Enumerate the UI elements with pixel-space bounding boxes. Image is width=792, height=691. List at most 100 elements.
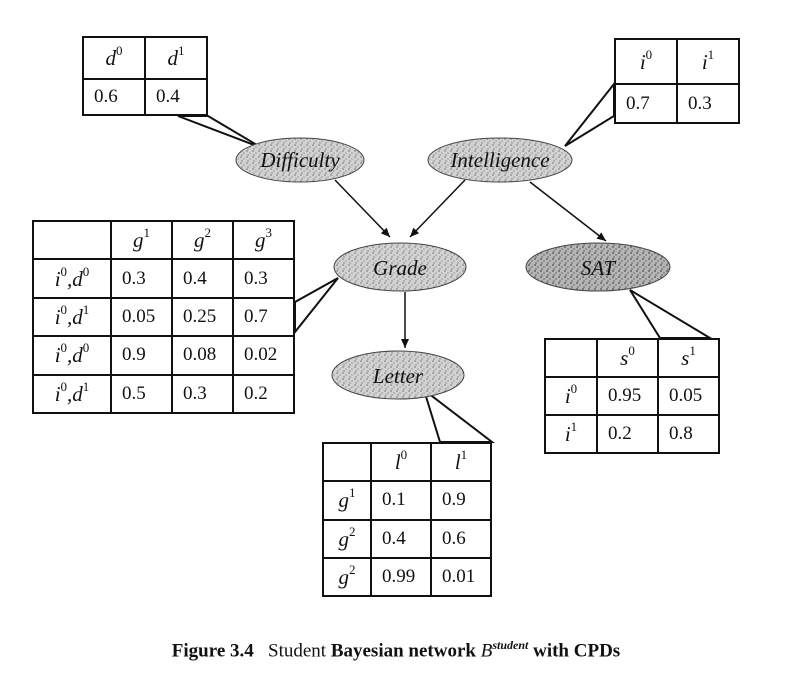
- label-separator: ,: [67, 266, 73, 291]
- symbol-superscript: 0: [400, 447, 408, 463]
- probability-cell: 0.08: [171, 335, 234, 376]
- probability-cell: 0.3: [676, 83, 740, 124]
- svg-text:Letter: Letter: [372, 364, 424, 388]
- symbol-superscript: 0: [628, 343, 635, 358]
- column-header: i0: [614, 37, 678, 86]
- symbol-base: g: [338, 564, 350, 589]
- probability-cell: 0.4: [144, 78, 208, 116]
- caption-with-cpds: with CPDs: [533, 640, 621, 662]
- row-label: g2: [322, 556, 372, 598]
- label-separator: ,: [67, 304, 73, 329]
- node-letter: Letter: [331, 350, 465, 400]
- probability-cell: 0.7: [614, 83, 678, 124]
- symbol-superscript: 1: [143, 225, 151, 241]
- symbol-superscript: 0: [60, 378, 68, 394]
- symbol-superscript: 0: [116, 43, 123, 58]
- row-label: i1: [544, 414, 598, 454]
- symbol-superscript: 2: [204, 225, 212, 241]
- probability-cell: 0.3: [232, 258, 295, 299]
- column-header: g2: [171, 219, 234, 261]
- probability-cell: 0.95: [596, 376, 659, 416]
- symbol-base: g: [133, 228, 144, 253]
- symbol-superscript: 0: [82, 340, 90, 356]
- symbol-base: s: [681, 346, 690, 370]
- row-label: i0: [544, 376, 598, 416]
- symbol-superscript: 2: [349, 561, 356, 577]
- symbol-base: i: [701, 49, 708, 74]
- symbol-superscript: 0: [60, 340, 68, 356]
- caption-network-symbol: B: [480, 640, 493, 662]
- probability-cell: 0.7: [232, 296, 295, 338]
- difficulty-callout: [177, 115, 263, 149]
- probability-cell: 0.05: [110, 296, 173, 338]
- probability-cell: 0.4: [370, 518, 432, 559]
- symbol-base: i: [54, 381, 61, 406]
- symbol-base: i: [639, 49, 646, 74]
- grade-callout: [294, 277, 339, 335]
- symbol-superscript: 0: [60, 263, 68, 279]
- probability-cell: 0.9: [430, 480, 492, 521]
- probability-cell: 0.99: [370, 556, 432, 598]
- symbol-superscript: 1: [570, 419, 578, 434]
- caption-word-student: Student: [268, 640, 327, 662]
- edge-difficulty-grade: [334, 179, 391, 238]
- column-header: s0: [596, 338, 659, 378]
- probability-cell: 0.3: [171, 373, 234, 415]
- row-label: i0,d0: [32, 335, 112, 376]
- column-header: d1: [144, 36, 208, 80]
- edge-intelligence-sat: [529, 181, 607, 242]
- symbol-superscript: 1: [689, 343, 696, 358]
- edge-intelligence-grade: [409, 179, 466, 238]
- probability-cell: 0.2: [232, 373, 295, 415]
- probability-cell: 0.25: [171, 296, 234, 338]
- row-label: i0,d0: [32, 258, 112, 299]
- letter-callout: [422, 387, 495, 443]
- probability-cell: 0.05: [657, 376, 720, 416]
- svg-text:SAT: SAT: [581, 256, 617, 280]
- symbol-base: d: [105, 46, 117, 70]
- column-header: l0: [370, 441, 432, 483]
- symbol-base: g: [255, 228, 266, 253]
- column-header: d0: [82, 36, 146, 80]
- symbol-superscript: 1: [82, 378, 90, 394]
- symbol-base: g: [194, 228, 205, 253]
- caption-network-symbol-superscript: student: [492, 638, 529, 652]
- probability-cell: 0.4: [171, 258, 234, 299]
- corner-cell: [322, 441, 372, 483]
- symbol-base: l: [454, 450, 461, 475]
- row-label: g2: [322, 518, 372, 559]
- symbol-superscript: 1: [178, 43, 185, 58]
- figure-caption: Figure 3.4 Student Bayesian network Bstu…: [0, 638, 792, 662]
- symbol-base: i: [54, 304, 61, 329]
- symbol-base: d: [72, 304, 83, 329]
- sat-callout: [629, 289, 714, 339]
- svg-text:Grade: Grade: [373, 256, 427, 280]
- symbol-superscript: 0: [645, 46, 653, 62]
- probability-cell: 0.02: [232, 335, 295, 376]
- symbol-base: d: [72, 266, 83, 291]
- node-sat: SAT: [525, 242, 671, 292]
- symbol-superscript: 3: [265, 225, 273, 241]
- probability-cell: 0.8: [657, 414, 720, 454]
- svg-text:Difficulty: Difficulty: [259, 148, 340, 172]
- symbol-base: s: [620, 346, 629, 370]
- column-header: s1: [657, 338, 720, 378]
- symbol-base: d: [167, 46, 179, 70]
- node-grade: Grade: [333, 242, 467, 292]
- node-intelligence: Intelligence: [427, 137, 573, 183]
- probability-cell: 0.6: [82, 78, 146, 116]
- symbol-base: i: [564, 384, 571, 408]
